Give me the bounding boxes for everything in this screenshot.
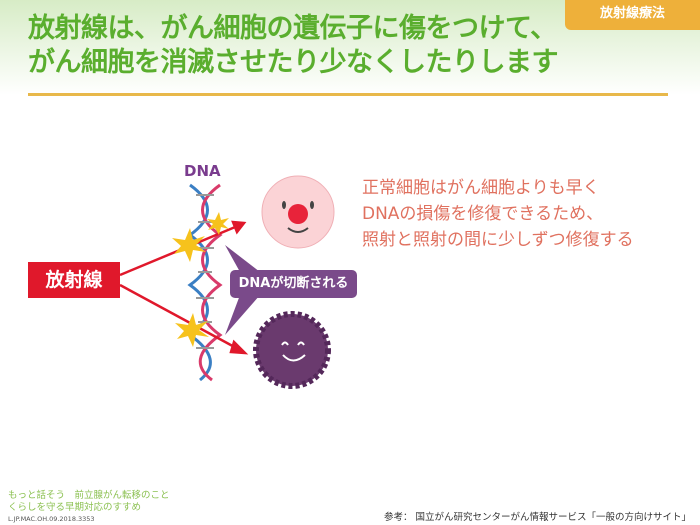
cancer-cell-icon xyxy=(253,311,331,389)
radiation-label: 放射線 xyxy=(28,262,120,298)
section-tag: 放射線療法 xyxy=(565,0,700,30)
dna-label: DNA xyxy=(184,162,221,180)
title-divider xyxy=(28,93,668,96)
series-title: もっと話そう 前立腺がん転移のことくらしを守る早期対応のすすめ xyxy=(8,490,170,513)
dna-cut-callout: DNAが切断される xyxy=(230,270,357,298)
dna-helix-icon xyxy=(187,183,223,382)
reference-note: 参考： 国立がん研究センターがん情報サービス「一般の方向けサイト」 xyxy=(384,512,692,523)
document-code: L.JP.MAC.OH.09.2018.3353 xyxy=(8,515,95,523)
callout-pointer xyxy=(225,245,260,272)
page-title: 放射線は、がん細胞の遺伝子に傷をつけて、がん細胞を消滅させたり少なくしたりします xyxy=(28,13,559,78)
damage-burst-icon xyxy=(172,212,229,347)
normal-cell-icon xyxy=(261,175,335,249)
